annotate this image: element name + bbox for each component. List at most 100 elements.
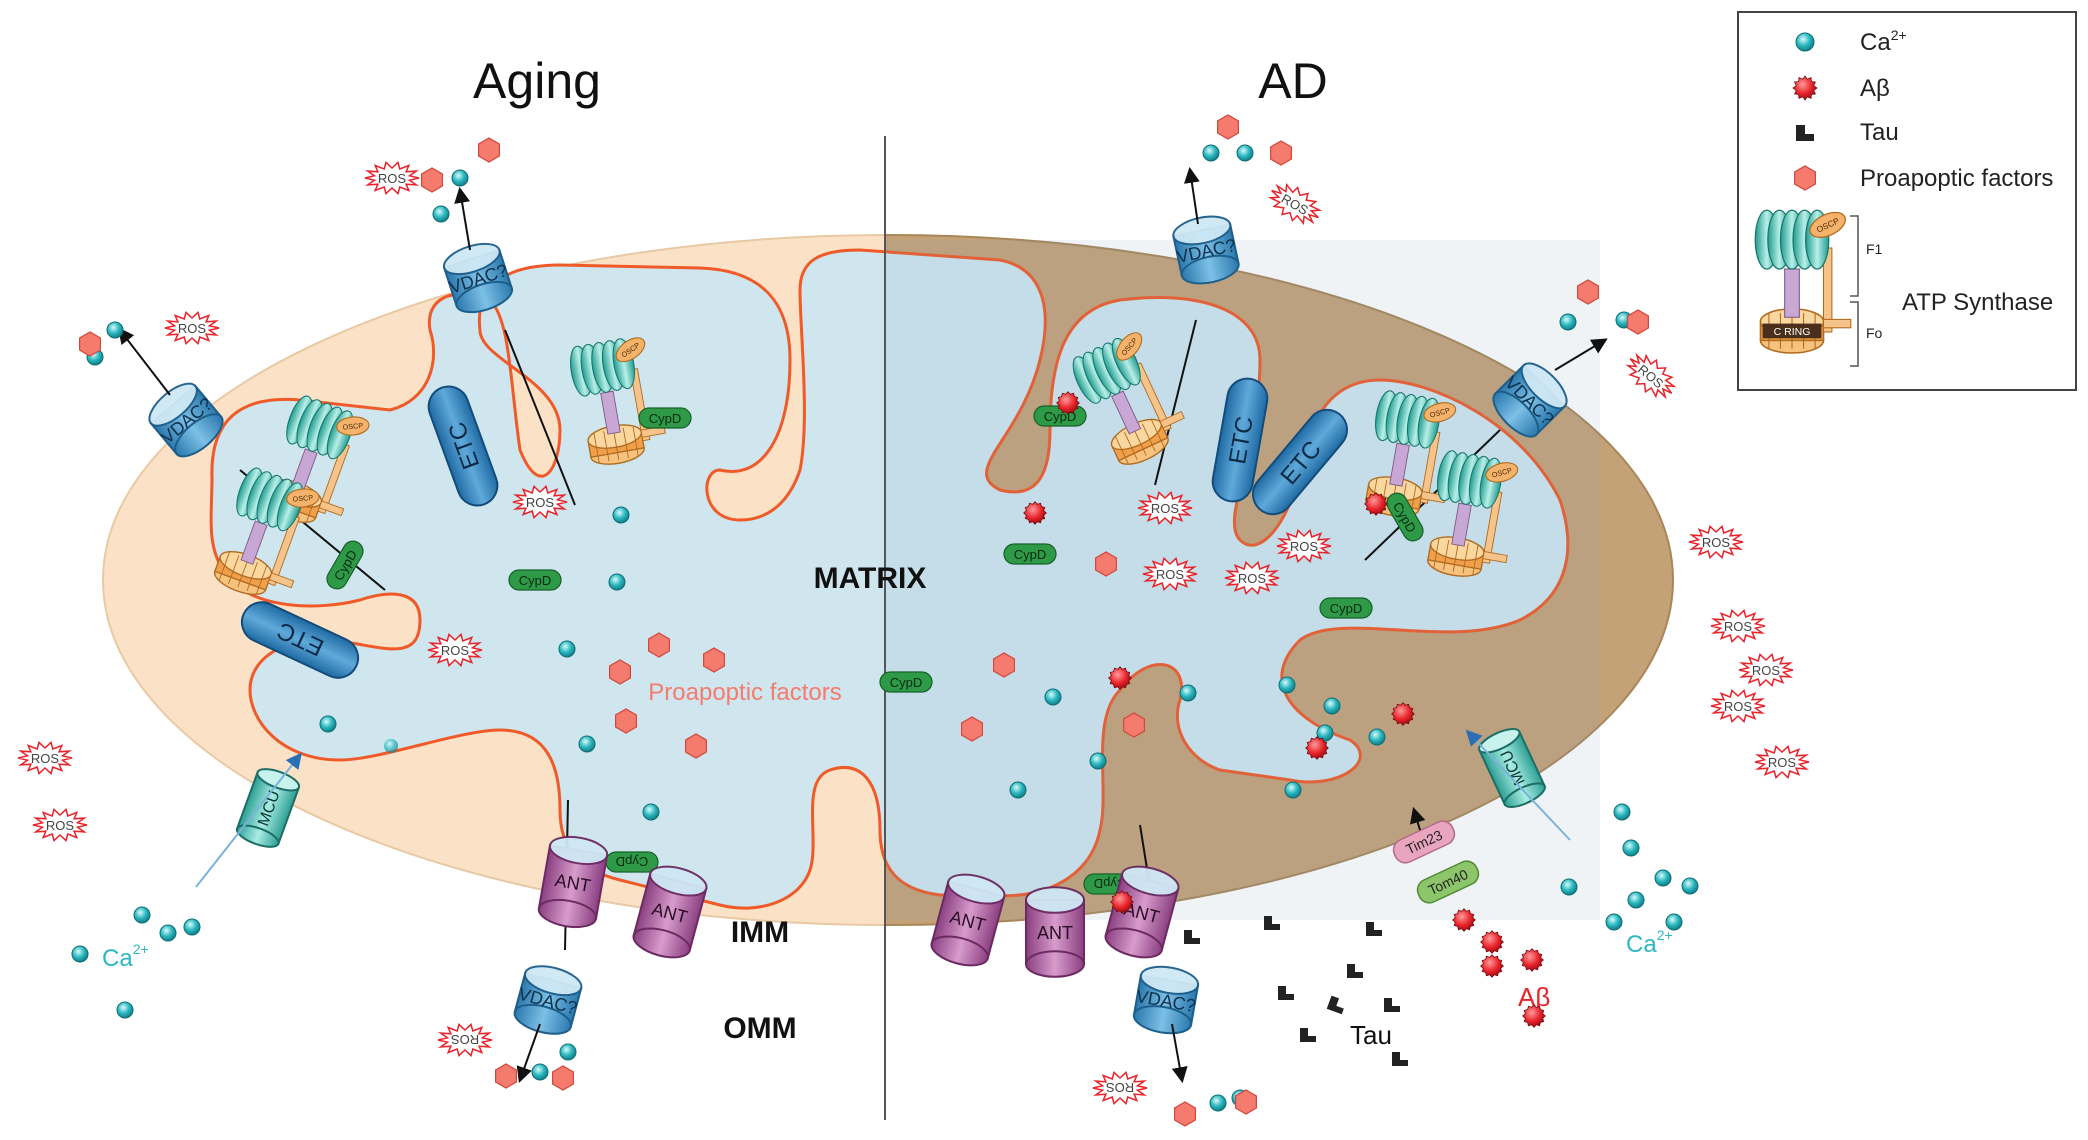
proapoptotic-factor [78,331,102,357]
calcium-ion-entering [384,739,398,753]
vdac-right-bottom: VDAC? [1132,965,1200,1035]
calcium-ion [71,945,89,963]
ros-text: ROS [31,751,60,766]
ros-badge: ROS [17,741,73,775]
calcium-ion [642,803,660,821]
cypd-label: CypD [1014,547,1047,562]
mcu-channel: MCU [235,768,301,848]
calcium-ion [1681,877,1699,895]
tau-protein [1392,1052,1408,1066]
ros-badge: ROS [32,808,88,842]
ros-text: ROS [1151,501,1180,516]
proapoptotic-factor [551,1065,575,1091]
ros-badge: ROS [1754,745,1810,779]
calcium-ion [116,1001,134,1019]
atp-synthase: OSCP [1072,332,1185,465]
etc-complex: ETC [1211,377,1269,503]
mcu-channel: MCU [1478,728,1546,808]
proapoptotic-factor [1094,551,1118,577]
legend-tau-icon [1796,125,1814,141]
ros-badge: ROS [1738,653,1794,687]
transport-arrow [454,186,471,251]
label-omm: OMM [723,1012,796,1045]
proapoptotic-factor [647,632,671,658]
label-imm: IMM [731,916,789,949]
ros-badge: ROS [364,161,420,195]
ros-badge: ROS [1092,1071,1148,1105]
ros-text: ROS [1752,663,1781,678]
tau-protein [1184,930,1200,944]
tau-protein [1300,1028,1316,1042]
ant-right-2-label: ANT [1037,923,1073,943]
tau-protein [1366,922,1382,936]
calcium-ion [1009,781,1027,799]
atp-synthase: OSCP [1427,450,1519,577]
vdac-left-2: VDAC? [442,242,514,314]
ros-badge: ROS [437,1023,493,1057]
membrane-proteins: VDAC?VDAC?VDAC?ETCETCOSCPOSCPOSCPCypDCyp… [118,166,1608,1084]
abeta-particle [1108,666,1132,690]
calcium-ion [1665,913,1683,931]
title-ad: AD [1258,53,1327,109]
label-proapoptic-factors: Proapoptic factors [648,679,841,706]
ros-badge: ROS [1688,525,1744,559]
proapoptotic-factor [608,659,632,685]
cypd-protein: CypD [879,671,933,693]
legend-label-abeta: Aβ [1860,75,1890,102]
calcium-ion [1236,144,1254,162]
label-matrix: MATRIX [814,562,927,595]
ros-text: ROS [451,1032,480,1047]
abeta-particle [1305,736,1329,760]
ros-text: ROS [1106,1080,1135,1095]
calcium-ion [1622,839,1640,857]
etc-complex: ETC [240,601,360,679]
ant-left-1: ANT [537,835,609,929]
cypd-label: CypD [519,573,552,588]
particles-group [71,114,1699,1127]
proapoptotic-factor [1576,279,1600,305]
cypd-label: CypD [649,411,682,426]
transport-arrow [1154,319,1197,486]
abeta-particle [1391,702,1415,726]
transport-arrow [1554,338,1608,371]
abeta-particle [1522,1004,1546,1028]
etc-complex: ETC [427,385,499,507]
ros-text: ROS [1768,755,1797,770]
cypd-label: CypD [616,854,649,869]
legend: Ca2+ Aβ Tau Proapoptic factors F1 Fo ATP… [1737,11,2077,391]
proapoptotic-factor [1626,309,1650,335]
calcium-ion [1654,869,1672,887]
calcium-ion [1089,752,1107,770]
calcium-ion [1560,878,1578,896]
proapoptotic-factor [1234,1089,1258,1115]
tau-protein [1326,995,1344,1015]
ros-badge: ROS [1710,689,1766,723]
legend-bracket-f1 [1850,215,1859,297]
ros-text: ROS [1238,571,1267,586]
ros-text: ROS [526,495,555,510]
legend-label-fo: Fo [1866,325,1883,341]
calcium-ion [183,918,201,936]
transport-arrow [195,752,302,888]
calcium-ion [531,1063,549,1081]
calcium-ion [1202,144,1220,162]
ros-text: ROS [378,171,407,186]
cypd-protein: CypD [1386,492,1424,542]
calcium-ion [612,506,630,524]
calcium-ion [432,205,450,223]
tau-protein [1384,998,1400,1012]
abeta-particle [1023,501,1047,525]
calcium-ion [559,1043,577,1061]
atp-synthase: OSCP [213,467,320,595]
proapoptotic-factor [495,1063,518,1089]
legend-abeta-icon [1792,75,1818,101]
ant-right-1: ANT [930,873,1006,967]
cypd-protein: CypD [638,407,692,429]
proapoptotic-factor [478,137,500,163]
calcium-ion [1209,1094,1227,1112]
ros-text: ROS [441,643,470,658]
oscp-label: OSCP [342,421,363,432]
abeta-particle [1480,954,1504,978]
